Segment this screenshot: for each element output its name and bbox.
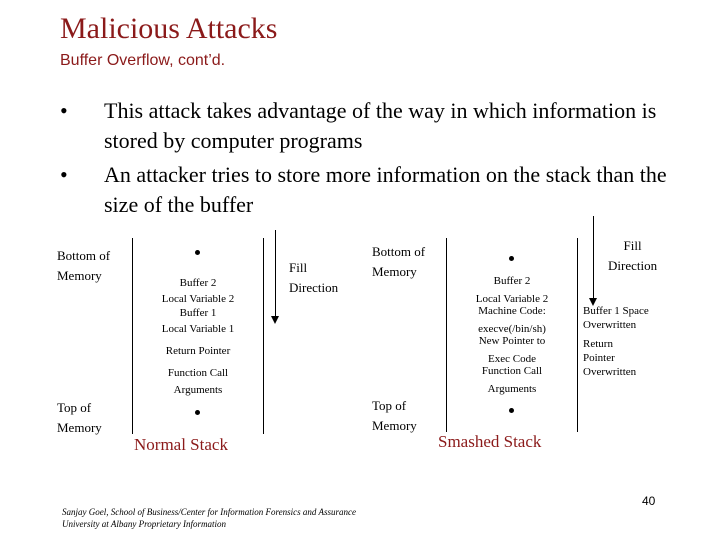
stack-cell-exec-code: Exec Code <box>488 353 536 365</box>
bullet-item: • An attacker tries to store more inform… <box>58 160 698 220</box>
smashed-fill-arrow-shaft <box>593 216 594 300</box>
normal-stack: Buffer 2 Local Variable 2 Buffer 1 Local… <box>132 238 264 434</box>
stack-cell-buffer-1: Buffer 1 <box>179 307 217 319</box>
note-line: Overwritten <box>583 319 637 331</box>
smashed-bottom-of-memory-label: Bottom of Memory <box>372 242 425 282</box>
normal-stack-caption: Normal Stack <box>134 435 228 454</box>
normal-top-of-memory-label: Top of Memory <box>57 398 102 438</box>
note-line: Pointer <box>583 352 615 364</box>
buffer-1-overwritten-note: Buffer 1 Space Overwritten <box>583 304 649 332</box>
stack-cell-arguments: Arguments <box>173 384 223 396</box>
stack-cell-execve: execve(/bin/sh) <box>478 323 546 335</box>
dot-icon <box>509 408 514 413</box>
normal-fill-arrow-shaft <box>275 230 276 318</box>
dot-icon <box>195 410 200 415</box>
label-line: Top of <box>57 400 92 415</box>
stack-cell-new-pointer: New Pointer to <box>478 335 546 347</box>
smashed-top-of-memory-label: Top of Memory <box>372 396 417 436</box>
bullet-list: • This attack takes advantage of the way… <box>58 96 698 224</box>
label-line: Top of <box>372 398 407 413</box>
label-line: Memory <box>372 264 417 279</box>
smashed-fill-direction-label: Fill Direction <box>608 236 657 276</box>
stack-cell-machine-code: Machine Code: <box>478 305 546 317</box>
stack-cell-function-call: Function Call <box>481 365 543 377</box>
slide-title: Malicious Attacks <box>60 12 278 45</box>
label-line: Bottom of <box>57 248 111 263</box>
dot-icon <box>509 256 514 261</box>
smashed-stack: Buffer 2 Local Variable 2 Machine Code: … <box>446 238 578 432</box>
normal-bottom-of-memory-label: Bottom of Memory <box>57 246 110 286</box>
stack-cell-buffer-2: Buffer 2 <box>179 277 217 289</box>
footer-line: University at Albany Proprietary Informa… <box>62 519 226 529</box>
label-line: Fill <box>289 260 308 275</box>
dot-icon <box>195 250 200 255</box>
note-line: Overwritten <box>583 366 637 378</box>
note-line: Return <box>583 338 613 350</box>
arrow-down-icon <box>271 316 279 324</box>
stack-cell-local-variable-2: Local Variable 2 <box>475 293 549 305</box>
label-line: Memory <box>57 420 102 435</box>
stack-cell-local-variable-2: Local Variable 2 <box>161 293 235 305</box>
stack-cell-return-pointer: Return Pointer <box>165 345 231 357</box>
bullet-text: This attack takes advantage of the way i… <box>104 98 657 153</box>
footer: Sanjay Goel, School of Business/Center f… <box>62 506 356 530</box>
stack-cell-arguments: Arguments <box>487 383 537 395</box>
label-line: Fill <box>623 238 642 253</box>
bullet-item: • This attack takes advantage of the way… <box>58 96 698 156</box>
label-line: Direction <box>608 258 658 273</box>
label-line: Bottom of <box>372 244 426 259</box>
note-line: Buffer 1 Space <box>583 305 649 317</box>
footer-line: Sanjay Goel, School of Business/Center f… <box>62 507 356 517</box>
stack-cell-buffer-2: Buffer 2 <box>493 275 531 287</box>
label-line: Memory <box>372 418 417 433</box>
stack-cell-function-call: Function Call <box>167 367 229 379</box>
arrow-down-icon <box>589 298 597 306</box>
normal-fill-direction-label: Fill Direction <box>289 258 338 298</box>
return-pointer-overwritten-note: Return Pointer Overwritten <box>583 337 636 379</box>
bullet-marker: • <box>60 98 68 123</box>
slide-subtitle: Buffer Overflow, cont’d. <box>60 52 226 69</box>
smashed-stack-caption: Smashed Stack <box>438 432 542 451</box>
bullet-marker: • <box>60 162 68 187</box>
label-line: Memory <box>57 268 102 283</box>
bullet-text: An attacker tries to store more informat… <box>104 162 667 217</box>
stack-cell-local-variable-1: Local Variable 1 <box>161 323 235 335</box>
label-line: Direction <box>289 280 339 295</box>
page-number: 40 <box>642 494 656 508</box>
